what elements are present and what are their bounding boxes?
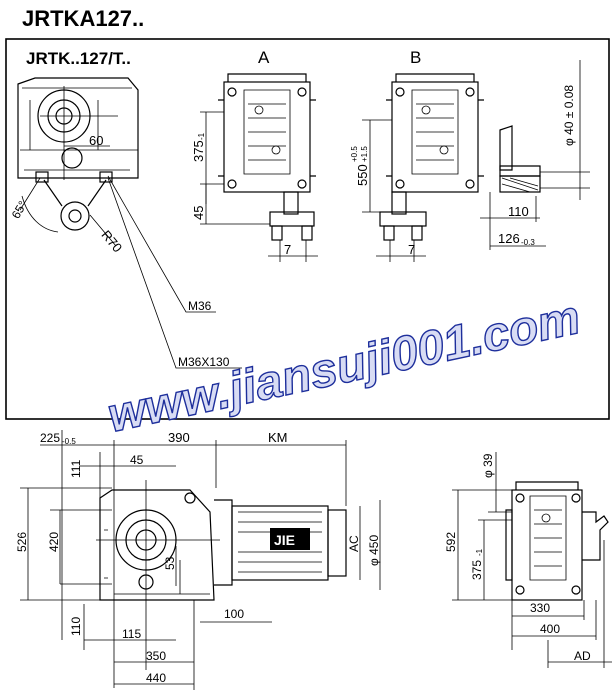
- bracket-detail: [480, 60, 590, 250]
- bottom-motor-view: [20, 430, 381, 690]
- dim-ac: AC: [347, 535, 361, 552]
- dim-350: 350: [146, 649, 166, 663]
- dim-angle-65: 65°: [9, 198, 30, 221]
- dim-phi40: φ 40 ± 0.08: [562, 85, 576, 146]
- dim-126: 126: [498, 231, 520, 246]
- dim-7a: 7: [284, 242, 291, 257]
- dim-45a: 45: [191, 206, 206, 220]
- bottom-end-view: [452, 452, 612, 668]
- dim-375a: 375: [191, 140, 206, 162]
- dim-225: 225: [40, 431, 60, 445]
- dim-420: 420: [47, 532, 61, 552]
- dim-440: 440: [146, 671, 166, 685]
- dim-ad: AD: [574, 649, 591, 663]
- dim-km: KM: [268, 430, 288, 445]
- dim-400: 400: [540, 622, 560, 636]
- dim-126-tol: -0.3: [521, 238, 535, 247]
- view-b-label: B: [410, 48, 421, 67]
- top-panel-frame: [5, 38, 610, 420]
- view-a-drawing: [200, 73, 318, 262]
- dim-110-top: 110: [508, 204, 529, 219]
- dim-phi450: φ 450: [367, 535, 381, 566]
- dim-115: 115: [122, 627, 141, 641]
- dim-592: 592: [444, 532, 458, 552]
- dim-550-tol-dn: +1.5: [360, 146, 369, 162]
- dim-111: 111: [69, 459, 83, 478]
- dim-526: 526: [15, 532, 29, 552]
- dim-60: 60: [89, 133, 103, 148]
- panel-subtitle: JRTK..127/T..: [26, 49, 131, 68]
- dim-53: 53: [163, 556, 177, 570]
- dim-375a-tol: -1: [197, 132, 206, 140]
- leader-lines: [107, 175, 242, 369]
- dim-225-tol: -0.5: [62, 437, 76, 446]
- label-m36: M36: [188, 299, 212, 313]
- motor-brand-label: JIE: [274, 532, 295, 548]
- page-title: JRTKA127..: [22, 6, 144, 31]
- dim-100: 100: [224, 607, 244, 621]
- dim-375-bottom-tol: -1: [475, 548, 484, 556]
- view-a-label: A: [258, 48, 270, 67]
- view-b-drawing: [362, 73, 484, 262]
- dim-375-bottom: 375: [470, 560, 484, 580]
- dim-110-bottom: 110: [69, 617, 83, 636]
- dim-550: 550: [355, 164, 370, 186]
- dim-45-bottom: 45: [130, 453, 144, 467]
- dim-r70: R70: [98, 227, 125, 255]
- dim-390: 390: [168, 430, 190, 445]
- top-side-view: [17, 77, 139, 247]
- label-m36x130: M36X130: [178, 355, 230, 369]
- dim-phi39: φ 39: [481, 453, 495, 478]
- dim-550-tol-up: +0.5: [350, 146, 359, 162]
- dim-7b: 7: [408, 242, 415, 257]
- dim-330: 330: [530, 601, 550, 615]
